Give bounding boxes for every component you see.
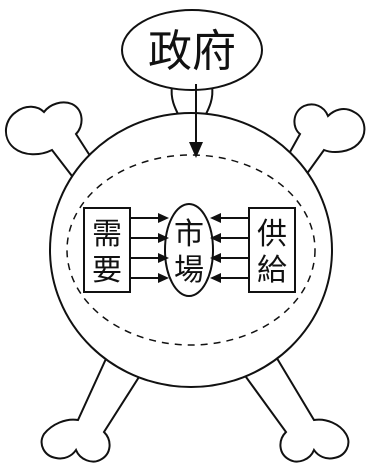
- supply-to-market-arrows: [210, 213, 248, 283]
- demand-label-2: 要: [92, 253, 122, 288]
- demand-label-1: 需: [92, 217, 122, 252]
- economy-boundary: [66, 154, 316, 346]
- government-label: 政府: [148, 26, 236, 77]
- supply-label-2: 給: [257, 253, 287, 288]
- limbs: [5, 101, 366, 463]
- supply-label-1: 供: [257, 217, 287, 252]
- demand-box: [83, 207, 131, 293]
- market-label-1: 市: [174, 217, 204, 252]
- lower-right-leg: [236, 348, 350, 463]
- market-label-2: 場: [174, 253, 204, 288]
- government-node: [121, 9, 263, 91]
- demand-to-market-arrows: [131, 213, 169, 283]
- market-node: [164, 203, 214, 297]
- lower-left-leg: [40, 348, 148, 463]
- government-arrow-head: [189, 142, 203, 158]
- supply-box: [248, 207, 296, 293]
